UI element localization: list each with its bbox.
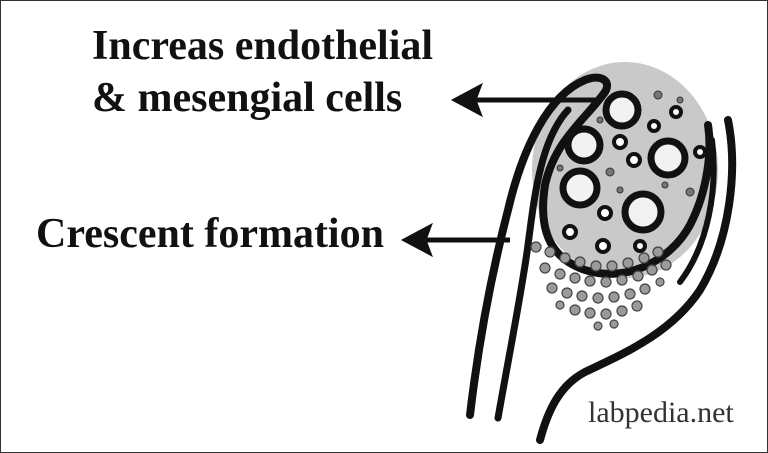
pointer-arrows: [400, 82, 600, 258]
arrow-crescent-head: [400, 222, 433, 258]
label-crescent-formation: Crescent formation: [36, 211, 384, 257]
tuft-small-cells: [562, 105, 707, 254]
label-endothelial-line2: & mesengial cells: [92, 75, 403, 121]
watermark: labpedia.net: [588, 396, 734, 429]
label-endothelial-line1: Increas endothelial: [92, 23, 434, 69]
crescent-cells: [530, 241, 672, 331]
capsule-inner-left-wall: [494, 106, 572, 422]
mesangial-dots: [556, 90, 695, 197]
arrow-endothelial-head: [450, 82, 483, 118]
capsule-inner-right-curve: [677, 137, 717, 285]
capillary-loops: [559, 90, 689, 234]
capsule-right-wall: [536, 116, 737, 444]
capsule-outer-left-wall: [466, 73, 714, 419]
